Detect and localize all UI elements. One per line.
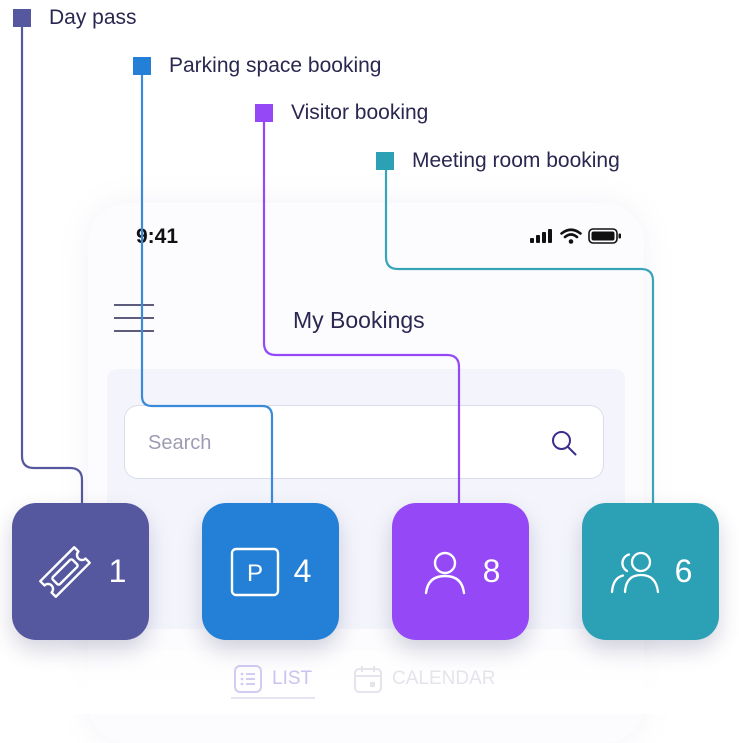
- legend-parking-label: Parking space booking: [169, 54, 382, 77]
- list-icon: [234, 665, 262, 693]
- legend-visitor: Visitor booking: [255, 101, 428, 125]
- parking-letter: P: [247, 560, 263, 587]
- person-icon: [424, 551, 465, 594]
- parking-count: 4: [293, 553, 312, 589]
- people-icon: [610, 551, 659, 593]
- search-icon[interactable]: [551, 430, 577, 456]
- legend-meeting: Meeting room booking: [376, 149, 620, 173]
- status-time: 9:41: [136, 225, 179, 248]
- tab-list-underline: [231, 697, 315, 699]
- legend-day-pass: Day pass: [13, 6, 137, 30]
- parking-icon: P: [230, 547, 279, 596]
- search-placeholder: Search: [148, 432, 212, 454]
- parking-swatch: [133, 57, 151, 75]
- tab-calendar-label: CALENDAR: [392, 668, 496, 689]
- visitor-swatch: [255, 104, 273, 122]
- day-pass-count: 1: [108, 553, 127, 589]
- search-input[interactable]: Search: [124, 405, 604, 479]
- meeting-swatch: [376, 152, 394, 170]
- meeting-count: 6: [674, 553, 693, 589]
- day-pass-connector: [20, 26, 84, 505]
- menu-icon[interactable]: [114, 302, 154, 334]
- visitor-tile[interactable]: 8: [392, 503, 529, 640]
- legend-meeting-label: Meeting room booking: [412, 149, 620, 172]
- page-title: My Bookings: [293, 307, 425, 333]
- legend-visitor-label: Visitor booking: [291, 101, 429, 124]
- meeting-tile[interactable]: 6: [582, 503, 719, 640]
- battery-icon: [588, 228, 621, 244]
- calendar-icon: [354, 666, 382, 693]
- day-pass-tile[interactable]: 1: [12, 503, 149, 640]
- search-panel: Search: [107, 369, 625, 629]
- wifi-icon: [560, 228, 582, 244]
- status-icons: [530, 228, 622, 244]
- visitor-count: 8: [482, 553, 501, 589]
- view-tabs: LIST CALENDAR: [0, 650, 739, 714]
- parking-tile[interactable]: P 4: [202, 503, 339, 640]
- day-pass-swatch: [13, 9, 31, 27]
- tab-calendar[interactable]: CALENDAR: [354, 665, 495, 693]
- legend-day-pass-label: Day pass: [49, 6, 137, 29]
- signal-icon: [530, 229, 552, 243]
- tab-list-label: LIST: [272, 668, 313, 689]
- tab-list[interactable]: LIST: [234, 665, 312, 693]
- ticket-icon: [38, 545, 91, 598]
- legend-parking: Parking space booking: [133, 54, 381, 78]
